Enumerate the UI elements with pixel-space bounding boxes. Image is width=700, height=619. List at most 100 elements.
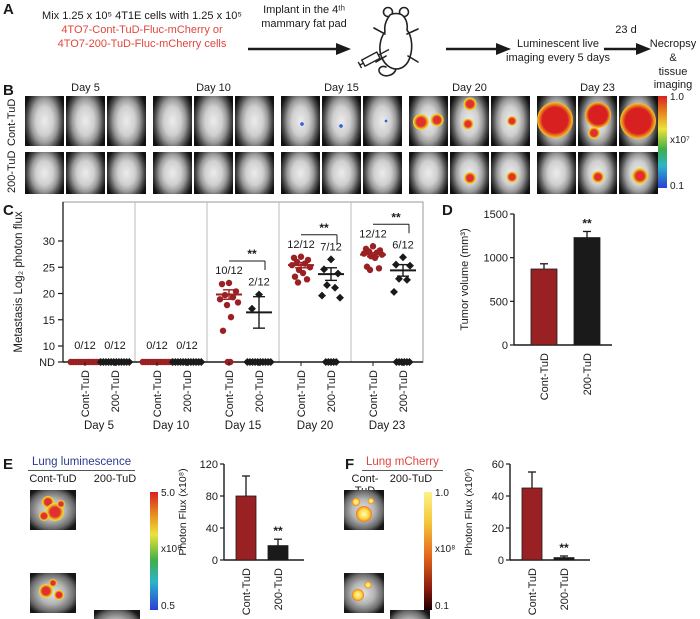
svg-text:200-TuD: 200-TuD (398, 370, 410, 412)
cell-mix-text: Mix 1.25 x 10⁵ 4T1E cells with 1.25 x 10… (26, 10, 258, 51)
mouse-image (363, 152, 402, 194)
svg-text:Cont-TuD: Cont-TuD (80, 370, 92, 417)
svg-text:200-TuD: 200-TuD (582, 353, 594, 395)
luminescence-spot (463, 97, 477, 111)
day-group: Day 23 (537, 82, 658, 194)
svg-text:200-TuD: 200-TuD (110, 370, 122, 412)
panel-f-colorbar-min: 0.1 (435, 601, 449, 612)
luminescence-spot (53, 590, 64, 600)
necropsy-text: Necropsy & tissue imaging (649, 38, 697, 92)
luminescence-spot (632, 167, 649, 184)
svg-text:12/12: 12/12 (359, 228, 387, 240)
imaging-text: Luminescent live imaging every 5 days (506, 38, 610, 64)
mouse-image (322, 152, 361, 194)
svg-text:Day 15: Day 15 (225, 420, 261, 432)
luminescence-spot (384, 119, 388, 123)
svg-text:0/12: 0/12 (146, 340, 167, 352)
panel-f-label: F (345, 456, 355, 473)
luminescence-spot (352, 589, 364, 601)
lung-image (390, 610, 430, 619)
mouse-image (153, 152, 192, 194)
panel-f-colorbar (424, 492, 432, 610)
mouse-image (235, 152, 274, 194)
svg-text:Day 23: Day 23 (369, 420, 405, 432)
day-group: Day 10 (153, 82, 274, 194)
svg-text:200-TuD: 200-TuD (182, 370, 194, 412)
day-header: Day 23 (580, 82, 615, 94)
svg-text:Photon Flux (x10⁶): Photon Flux (x10⁶) (463, 468, 475, 555)
svg-text:1000: 1000 (484, 253, 508, 265)
panel-f-title: Lung mCherry (362, 456, 443, 471)
day-header: Day 5 (71, 82, 100, 94)
luminescence-spot (364, 581, 372, 589)
svg-text:25: 25 (43, 262, 55, 274)
luminescence-spot (368, 498, 375, 505)
svg-text:7/12: 7/12 (320, 241, 341, 253)
luminescence-spot (588, 127, 601, 139)
svg-text:200-TuD: 200-TuD (273, 568, 285, 610)
mouse-image (450, 152, 489, 194)
svg-text:**: ** (273, 524, 283, 538)
luminescence-spot (57, 500, 66, 508)
svg-text:12/12: 12/12 (287, 239, 315, 251)
luminescence-spot (507, 116, 518, 126)
mouse-image (66, 96, 105, 146)
svg-text:20: 20 (492, 523, 504, 535)
mouse-image-row (153, 96, 274, 146)
panel-e-label: E (3, 456, 14, 473)
svg-text:Day 10: Day 10 (153, 420, 189, 432)
mouse-image (107, 96, 146, 146)
mouse-image (322, 96, 361, 146)
luminescence-spot (356, 506, 372, 522)
svg-text:ND: ND (39, 357, 55, 369)
svg-text:Cont-TuD: Cont-TuD (296, 370, 308, 417)
panel-e-colorbar-unit: x10⁸ (161, 544, 182, 555)
svg-text:10: 10 (43, 341, 55, 353)
svg-text:Cont-TuD: Cont-TuD (224, 370, 236, 417)
mouse-image (619, 96, 658, 146)
svg-text:200-TuD: 200-TuD (254, 370, 266, 412)
luminescence-spot (300, 121, 305, 126)
mouse-image-row (537, 96, 658, 146)
svg-text:Cont-TuD: Cont-TuD (539, 353, 551, 400)
mouse-image (491, 152, 530, 194)
mouse-image (194, 152, 233, 194)
svg-text:Cont-TuD: Cont-TuD (368, 370, 380, 417)
svg-text:0: 0 (502, 340, 508, 352)
panel-e-col-200: 200-TuD (93, 473, 137, 485)
svg-text:Day 20: Day 20 (297, 420, 333, 432)
panel-f-col-200: 200-TuD (389, 473, 433, 485)
svg-text:Cont-TuD: Cont-TuD (527, 568, 539, 615)
svg-text:0: 0 (498, 555, 504, 567)
svg-text:200-TuD: 200-TuD (326, 370, 338, 412)
arrow-icon (604, 43, 651, 55)
panel-f-colorbar-unit: x10⁸ (435, 544, 456, 555)
mouse-image (281, 152, 320, 194)
day-group: Day 15 (281, 82, 402, 194)
mouse-image (409, 96, 448, 146)
svg-text:Day 5: Day 5 (84, 420, 114, 432)
panel-b-colorbar-min: 0.1 (670, 181, 684, 192)
mouse-image (25, 96, 64, 146)
panel-b-colorbar-max: 1.0 (670, 92, 684, 103)
svg-text:Photon Flux (x10⁸): Photon Flux (x10⁸) (177, 468, 189, 555)
svg-text:15: 15 (43, 315, 55, 327)
svg-text:Tumor volume (mm³): Tumor volume (mm³) (459, 228, 471, 330)
lung-image (94, 610, 140, 619)
svg-text:**: ** (559, 541, 569, 555)
mouse-image (281, 96, 320, 146)
panel-a-label: A (3, 1, 14, 18)
mouse-image-row (281, 96, 402, 146)
luminescence-spot (39, 584, 54, 598)
svg-text:0/12: 0/12 (74, 340, 95, 352)
cell-mix-line2: 4TO7-Cont-TuD-Fluc-mCherry or (61, 23, 223, 36)
day-header: Day 10 (196, 82, 231, 94)
svg-text:**: ** (582, 216, 592, 230)
luminescence-spot (619, 103, 656, 139)
luminescence-spot (430, 113, 444, 127)
